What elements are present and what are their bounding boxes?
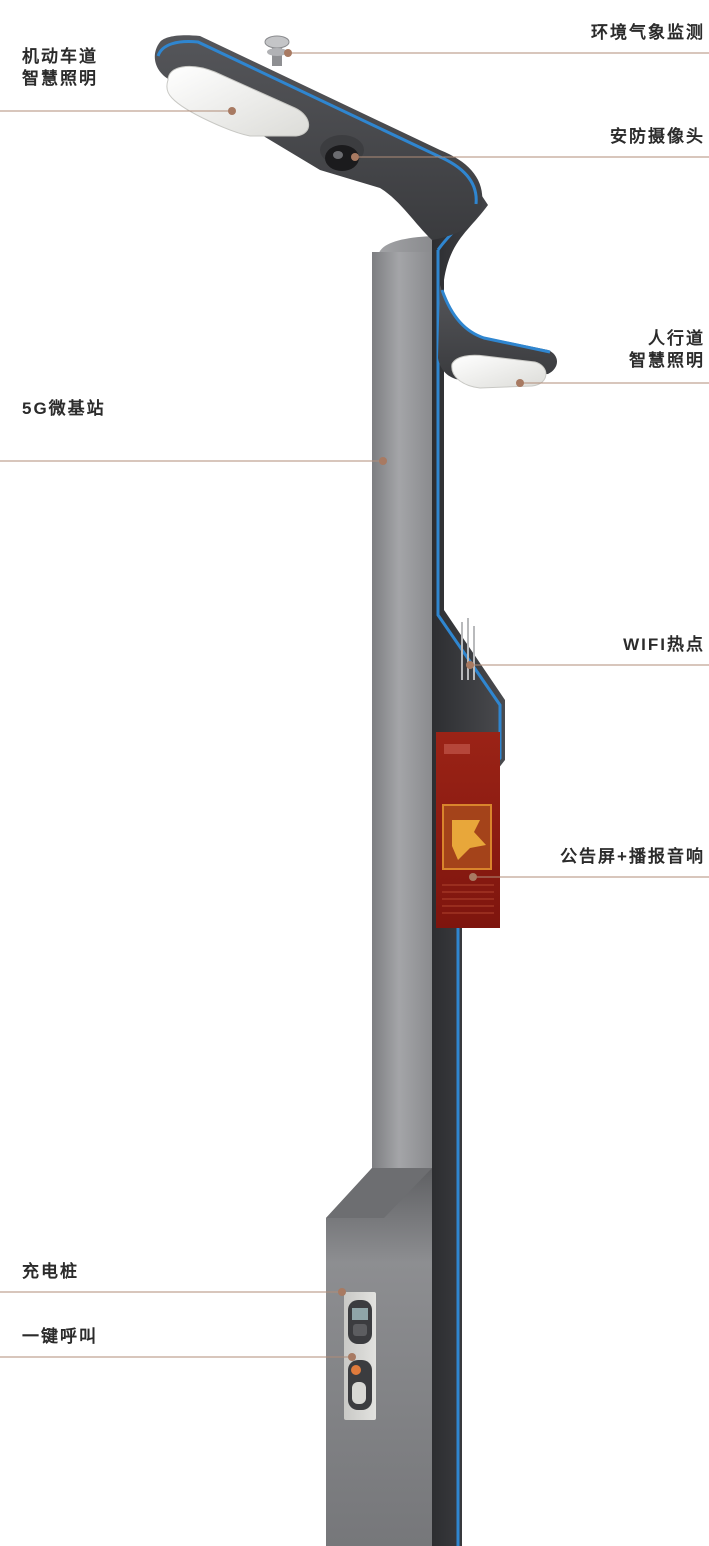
label-vehicle-light-line2: 智慧照明 — [22, 69, 98, 88]
ped-arm-blue-accent — [440, 289, 551, 354]
sos-button — [351, 1365, 361, 1375]
dot-wifi — [466, 661, 474, 669]
label-screen: 公告屏+播报音响 — [560, 847, 705, 866]
pole-side-dark — [430, 190, 505, 1546]
screen-text-lines — [442, 884, 494, 914]
dot-charger — [338, 1288, 346, 1296]
announcement-screen — [436, 732, 500, 928]
charger-reader — [353, 1324, 367, 1336]
dot-base-station — [379, 457, 387, 465]
pole-base-bevel — [326, 1168, 432, 1218]
dot-vehicle-light — [228, 107, 236, 115]
pedestrian-arm — [438, 285, 557, 389]
weather-sensor-mid — [267, 48, 287, 56]
pole-shaft — [372, 252, 432, 1170]
screen-graphic-arrow — [452, 820, 486, 860]
dot-sos — [348, 1353, 356, 1361]
pole-body — [326, 190, 505, 1546]
top-arm — [154, 35, 483, 240]
screen-graphic-frame — [442, 804, 492, 870]
vehicle-lamp — [166, 65, 310, 137]
screen-header-block — [444, 744, 470, 754]
leader-dots — [228, 49, 524, 1361]
dot-ped-light — [516, 379, 524, 387]
service-panel — [344, 1292, 376, 1420]
label-ped-light-line2: 智慧照明 — [629, 351, 705, 370]
dot-camera — [351, 153, 359, 161]
dot-env-monitor — [284, 49, 292, 57]
weather-sensor-cap — [264, 35, 290, 49]
label-env-monitor: 环境气象监测 — [591, 23, 705, 42]
sos-speaker — [352, 1382, 366, 1404]
label-vehicle-light-line1: 机动车道 — [22, 47, 98, 66]
label-wifi: WIFI热点 — [623, 635, 705, 654]
top-arm-blue-accent — [156, 40, 478, 205]
wifi-antennas — [461, 618, 475, 680]
charger-display — [352, 1308, 368, 1320]
label-sos: 一键呼叫 — [22, 1327, 98, 1346]
pole-base-face — [326, 1168, 432, 1546]
top-arm-body — [154, 35, 483, 240]
camera-dome — [325, 145, 359, 171]
camera-lens — [333, 151, 343, 159]
charger-module — [348, 1300, 372, 1344]
leader-lines — [0, 52, 709, 1358]
label-charger: 充电桩 — [22, 1262, 79, 1281]
label-ped-light-line1: 人行道 — [648, 329, 705, 348]
label-camera: 安防摄像头 — [610, 127, 705, 146]
label-vehicle-light: 机动车道 智慧照明 — [22, 46, 98, 90]
dot-screen — [469, 873, 477, 881]
label-base-station: 5G微基站 — [22, 399, 106, 418]
label-ped-light: 人行道 智慧照明 — [629, 328, 705, 372]
